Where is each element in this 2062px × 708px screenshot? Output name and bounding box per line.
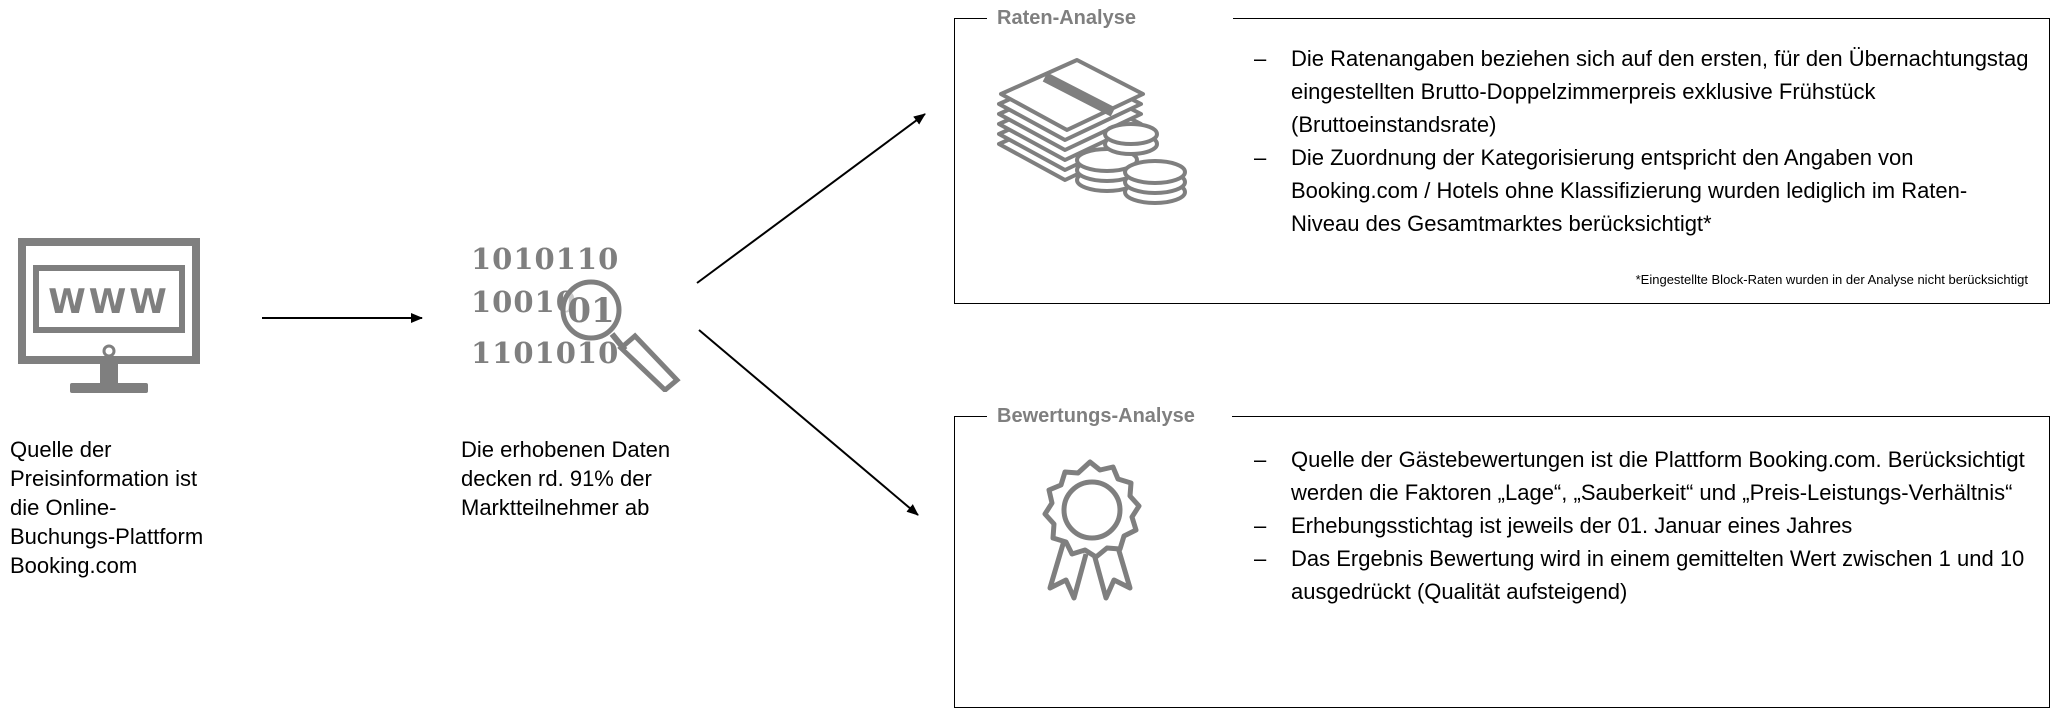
bewertung-bullet-2: Erhebungsstichtag ist jeweils der 01. Ja…: [1254, 509, 2044, 542]
arrow-to-bewertungs-analyse: [698, 329, 919, 516]
monitor-www-icon: WWW: [18, 238, 200, 393]
bewertung-bullet-3: Das Ergebnis Bewertung wird in einem gem…: [1254, 542, 2044, 608]
magnified-digits: 01: [567, 291, 614, 331]
raten-analyse-title: Raten-Analyse: [987, 6, 1233, 30]
award-rosette-icon: [1042, 459, 1142, 601]
raten-analyse-box: [954, 18, 2050, 304]
binary-line-3: 1101010: [471, 336, 620, 370]
bewertung-bullet-list: Quelle der Gästebewertungen ist die Plat…: [1254, 443, 2044, 608]
raten-bullet-2: Die Zuordnung der Kategorisierung entspr…: [1254, 141, 2034, 240]
raten-bullet-1: Die Ratenangaben beziehen sich auf den e…: [1254, 42, 2034, 141]
money-stack-coins-icon: [997, 58, 1187, 205]
binary-line-2: 10010: [471, 285, 577, 319]
raten-bullet-list: Die Ratenangaben beziehen sich auf den e…: [1254, 42, 2034, 240]
bewertung-bullet-1: Quelle der Gästebewertungen ist die Plat…: [1254, 443, 2044, 509]
raten-footnote: *Eingestellte Block-Raten wurden in der …: [1635, 272, 2028, 287]
data-caption: Die erhobenen Daten decken rd. 91% der M…: [461, 437, 671, 520]
arrow-to-raten-analyse: [696, 113, 926, 284]
www-label: WWW: [48, 282, 170, 322]
source-caption: Quelle der Preisinformation ist die Onli…: [10, 437, 204, 578]
bewertungs-analyse-title: Bewertungs-Analyse: [987, 404, 1232, 428]
binary-line-1: 1010110: [471, 242, 620, 276]
magnifier-icon: 01: [560, 279, 681, 392]
